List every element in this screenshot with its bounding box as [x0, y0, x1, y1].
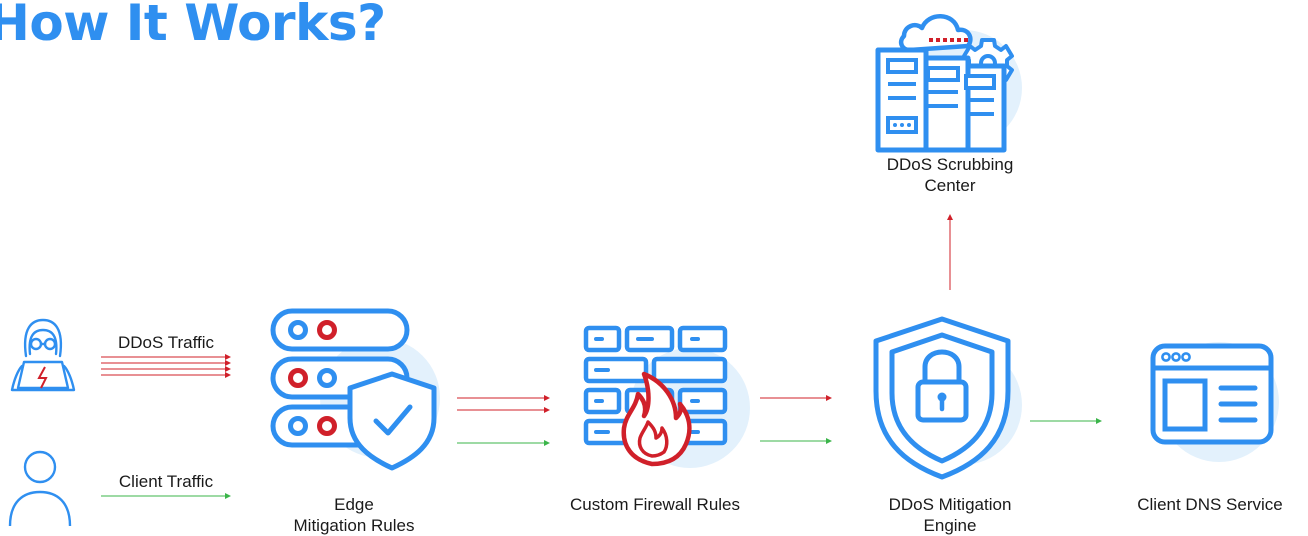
shield-lock-icon: [873, 316, 1022, 480]
page-title: How It Works?: [0, 0, 386, 52]
data-center-icon: [875, 14, 1022, 153]
scrubbing-label-line1: DDoS Scrubbing: [886, 155, 1014, 174]
client-traffic-label: Client Traffic: [118, 472, 214, 491]
ddos-traffic-label: DDoS Traffic: [117, 333, 215, 352]
edge-mitigation-label: Edge Mitigation Rules: [254, 494, 454, 536]
edge-to-firewall-arrows: [457, 395, 550, 446]
scrubbing-label-line2: Center: [924, 176, 976, 195]
engine-label-line1: DDoS Mitigation: [888, 495, 1012, 514]
engine-label: DDoS Mitigation Engine: [850, 494, 1050, 536]
firewall-to-engine-arrows: [760, 395, 832, 444]
firewall-label: Custom Firewall Rules: [569, 495, 741, 514]
engine-label-line2: Engine: [923, 516, 977, 535]
firewall-icon: [583, 325, 750, 468]
dns-service-label: Client DNS Service: [1137, 495, 1283, 514]
edge-label-line1: Edge: [334, 495, 374, 514]
scrubbing-center-label: DDoS Scrubbing Center: [850, 154, 1050, 196]
ddos-traffic-arrows: [101, 354, 231, 378]
user-icon: [8, 450, 72, 527]
edge-label-line2: Mitigation Rules: [293, 516, 415, 535]
browser-window-icon: [1150, 342, 1279, 462]
server-shield-icon: [270, 308, 440, 471]
hacker-icon: [10, 318, 76, 392]
